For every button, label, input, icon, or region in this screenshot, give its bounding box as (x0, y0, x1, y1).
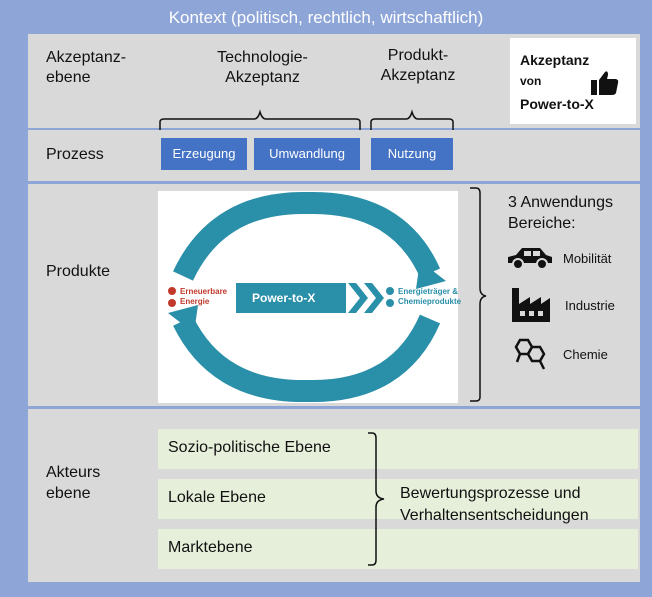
acceptance-badge: Akzeptanz von Power-to-X (510, 38, 636, 124)
badge-line-1: Akzeptanz (520, 52, 590, 68)
context-title: Kontext (politisch, rechtlich, wirtschaf… (168, 8, 484, 27)
prozess-label: Prozess (46, 146, 104, 163)
center-bar (236, 283, 346, 313)
application-mobilitaet: Mobilität (563, 251, 612, 266)
erzeugung-box: Erzeugung (161, 138, 247, 170)
evaluation-outcome-label: Bewertungsprozesse und Verhaltensentsche… (400, 485, 589, 524)
akteursebene-label: Akteurs ebene (46, 464, 101, 502)
cycle-graphic (168, 191, 446, 403)
level-market-label: Marktebene (168, 539, 253, 556)
level-local: Lokale Ebene (158, 479, 638, 519)
produkte-label: Produkte (46, 263, 111, 280)
applications-bracket (470, 187, 487, 402)
level-local-label: Lokale Ebene (168, 489, 266, 506)
product-bracket (370, 109, 454, 130)
produkt-akzeptanz-heading: Produkt- Akzeptanz (380, 47, 456, 84)
upper-arrowhead (416, 261, 446, 289)
actors-bracket (368, 432, 385, 566)
applications-title: 3 Anwendungs Bereiche: (508, 194, 613, 232)
badge-line-3: Power-to-X (520, 96, 594, 112)
upper-flow-arc (173, 191, 441, 281)
power-to-x-center-label: Power-to-X (252, 291, 316, 305)
akzeptanzebene-label: Akzeptanz- ebene (46, 49, 127, 86)
factory-icon (512, 288, 550, 322)
badge-line-2: von (520, 74, 542, 88)
technologie-akzeptanz-heading: Technologie- Akzeptanz (217, 49, 308, 86)
application-industrie: Industrie (565, 298, 615, 313)
lower-arrowhead (168, 305, 198, 333)
power-to-x-cycle-diagram: Erneuerbare Energie Power-to-X Energietr… (158, 191, 462, 403)
car-icon (508, 248, 552, 270)
renewable-icon (168, 287, 176, 295)
product-icon (386, 287, 394, 295)
umwandlung-box: Umwandlung (254, 138, 360, 170)
molecule-icon (514, 338, 546, 370)
application-chemie: Chemie (563, 347, 608, 362)
energy-carrier-label: Energieträger & Chemieprodukte (398, 287, 462, 306)
renewable-energy-label: Erneuerbare Energie (180, 287, 228, 306)
level-socio-political-label: Sozio-politische Ebene (168, 439, 331, 456)
level-socio-political: Sozio-politische Ebene (158, 429, 638, 469)
level-market: Marktebene (158, 529, 638, 569)
thumbs-up-icon (591, 71, 619, 95)
technology-bracket (159, 109, 361, 130)
lower-flow-arc (173, 314, 441, 403)
nutzung-box: Nutzung (371, 138, 453, 170)
